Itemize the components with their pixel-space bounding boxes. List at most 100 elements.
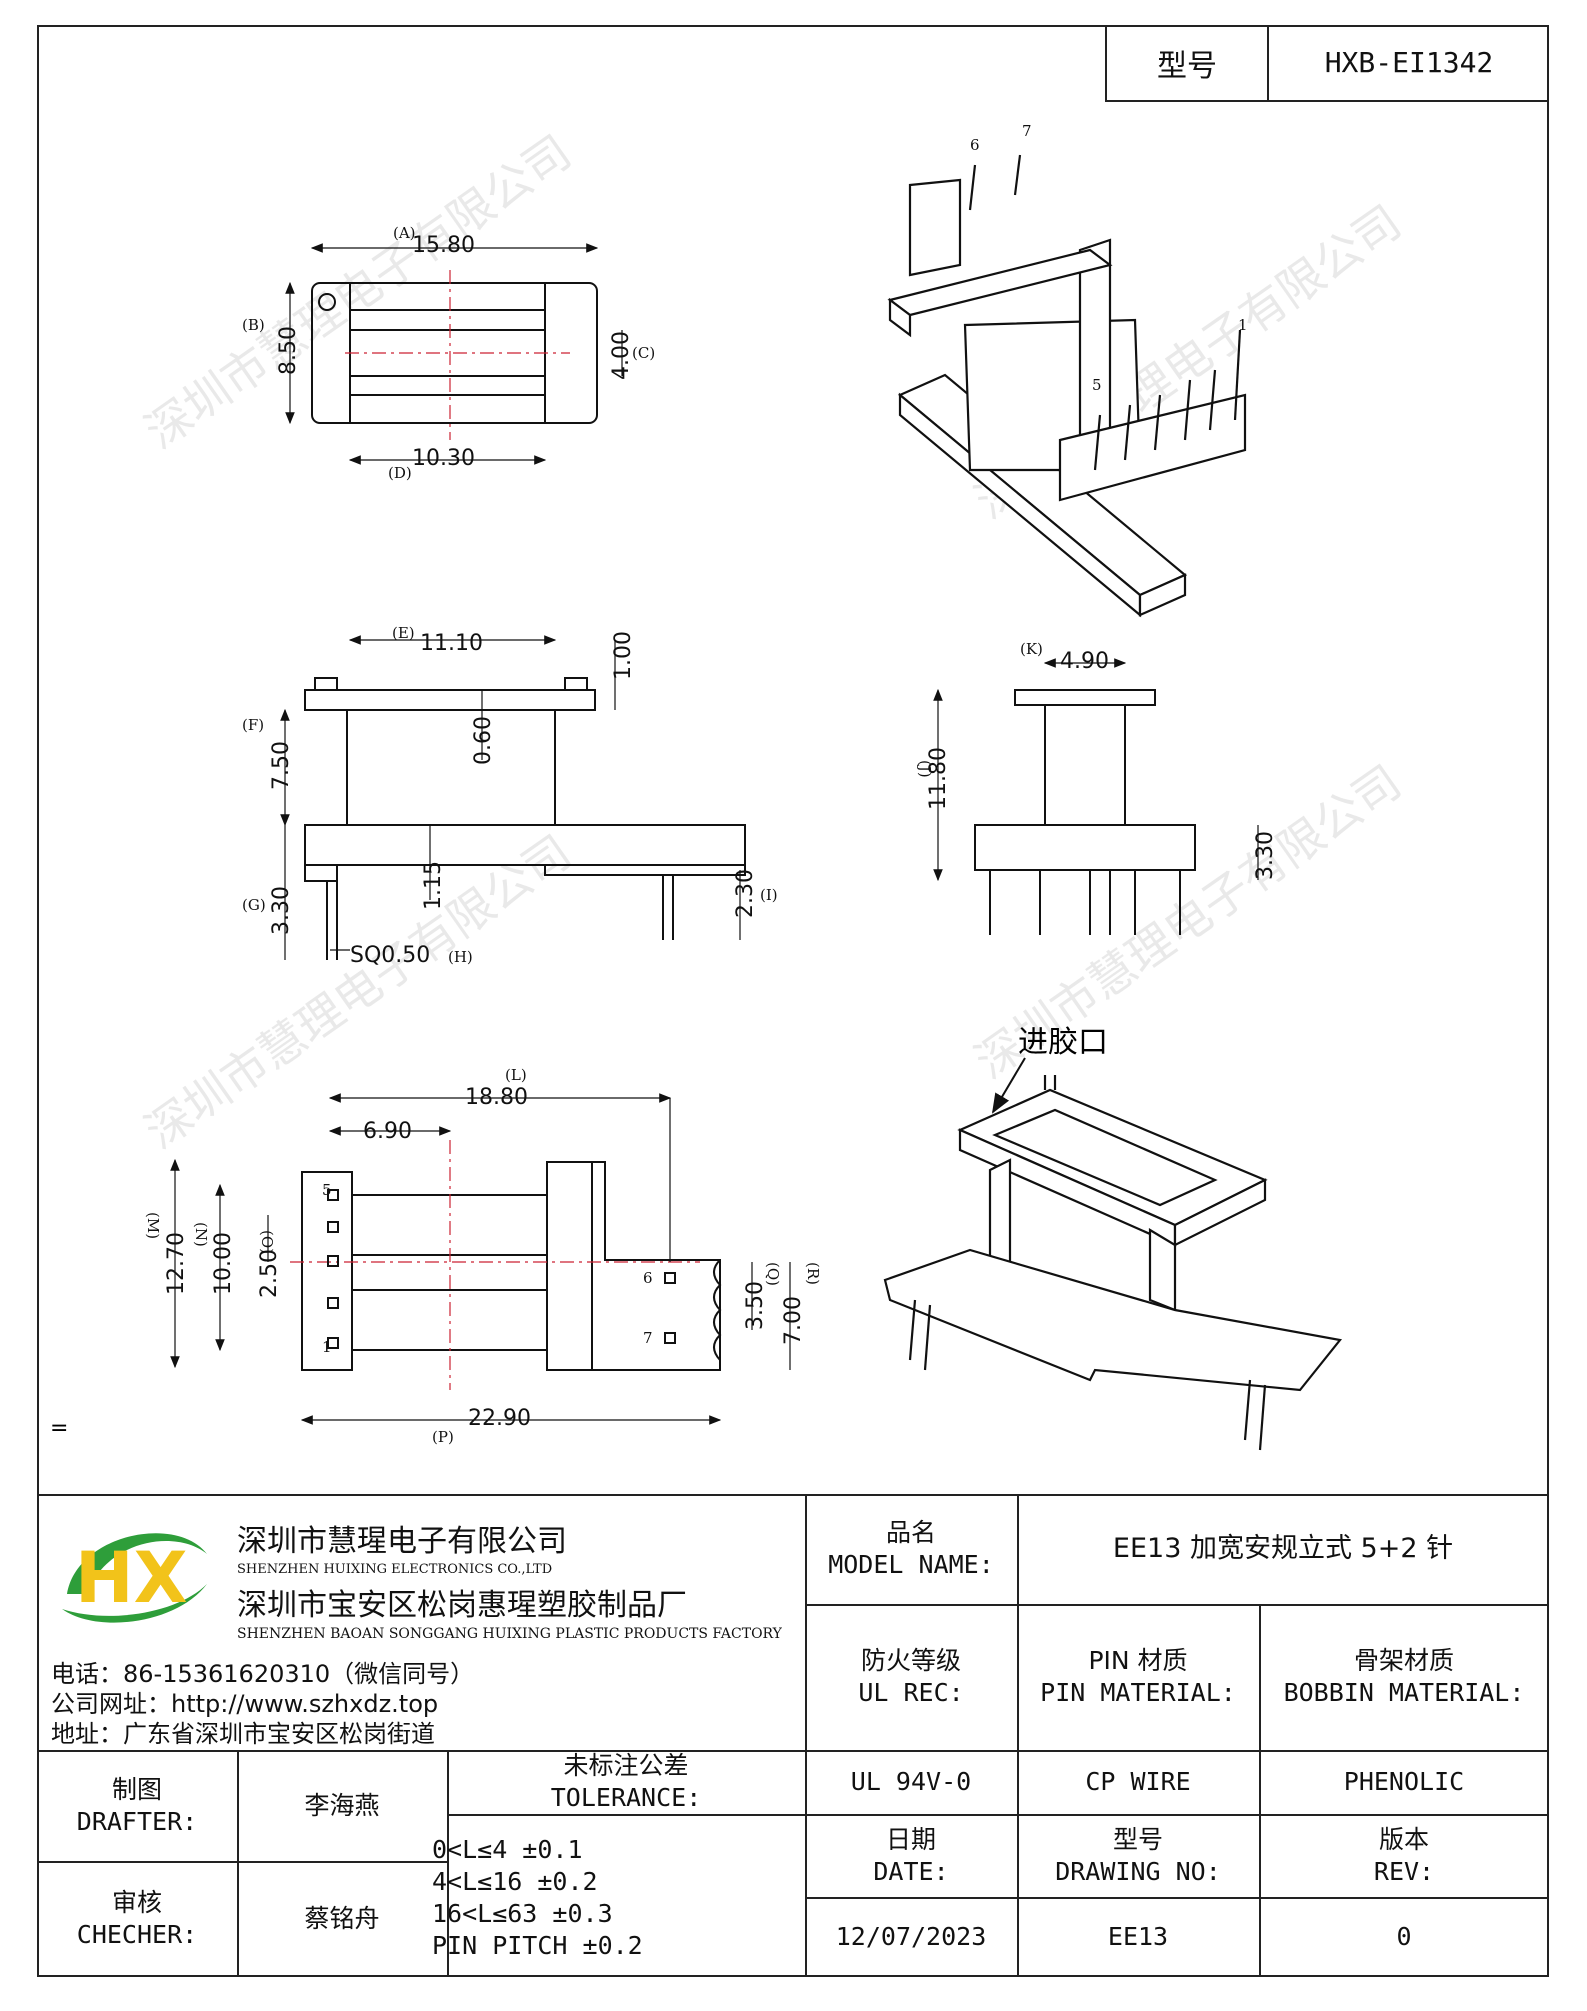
- ul-en: UL REC:: [858, 1678, 964, 1707]
- pin-en: PIN MATERIAL:: [1040, 1678, 1236, 1707]
- dim-e-tag: (E): [392, 624, 415, 642]
- dim-q-value: 3.50: [743, 1281, 768, 1330]
- dim-p-value: 22.90: [468, 1406, 531, 1431]
- dim-k-value: 4.90: [1060, 649, 1109, 674]
- drafter-label: 制图 DRAFTER:: [37, 1750, 237, 1861]
- iso-pin-1: 1: [1238, 316, 1248, 334]
- company-phone: 电话：86-15361620310（微信同号）: [51, 1660, 475, 1688]
- dim-j-value: 11.80: [926, 747, 951, 810]
- dim-n-tag: (N): [192, 1222, 210, 1247]
- model-name-cn: 品名: [885, 1518, 936, 1547]
- company-address: 地址：广东省深圳市宝安区松岗街道: [51, 1720, 435, 1748]
- title-block: HX 深圳市慧瑆电子有限公司 SHENZHEN HUIXING ELECTRON…: [37, 1494, 1549, 1977]
- tolerance-table: 0<L≤4 ±0.1 4<L≤16 ±0.2 16<L≤63 ±0.3 PIN …: [432, 1834, 643, 1962]
- bottom-pin-5: 5: [322, 1181, 332, 1199]
- tol-cn: 未标注公差: [563, 1751, 689, 1780]
- gate-label: 进胶口: [1018, 1025, 1108, 1060]
- tb-line: [37, 1494, 1549, 1496]
- dim-p-tag: (P): [432, 1428, 454, 1446]
- side-view: [933, 658, 1259, 935]
- tb-line: [805, 1494, 807, 1977]
- bobbin-material-label: 骨架材质 BOBBIN MATERIAL:: [1259, 1604, 1549, 1750]
- logo-text: HX: [75, 1537, 188, 1619]
- company-logo: HX: [62, 1533, 207, 1623]
- tol-row-1: 0<L≤4 ±0.1: [432, 1835, 583, 1864]
- date-en: DATE:: [873, 1856, 949, 1886]
- model-label: 型号: [1107, 25, 1269, 100]
- drawing-no-label: 型号 DRAWING NO:: [1017, 1814, 1259, 1897]
- tb-line: [805, 1604, 1549, 1606]
- dim-k-tag: (K): [1020, 640, 1043, 658]
- factory-name-en: SHENZHEN BAOAN SONGGANG HUIXING PLASTIC …: [237, 1626, 782, 1642]
- dim-690-value: 6.90: [363, 1119, 412, 1144]
- dim-top-value: 1.00: [611, 631, 636, 680]
- drafter-cn: 制图: [111, 1774, 162, 1804]
- iso-top-view: [887, 154, 1247, 618]
- dim-q-tag: (Q): [764, 1262, 782, 1286]
- watermark-1: 深圳市慧理电子有限公司: [135, 125, 580, 459]
- tb-line: [1259, 1604, 1261, 1977]
- dim-d-value: 10.30: [412, 446, 475, 471]
- top-view: [285, 243, 623, 465]
- iso-pin-6: 6: [970, 136, 980, 154]
- model-name-label: 品名 MODEL NAME:: [805, 1494, 1017, 1604]
- model-header: 型号 HXB-EI1342: [1105, 25, 1549, 102]
- dim-f-value: 7.50: [269, 741, 294, 790]
- dim-o-tag: (O): [258, 1230, 276, 1254]
- company-name-cn: 深圳市慧瑆电子有限公司: [237, 1524, 567, 1559]
- bottom-pin-7: 7: [643, 1329, 653, 1347]
- tb-line: [37, 1750, 1549, 1752]
- dim-b-value: 8.50: [276, 326, 301, 375]
- drafter-name: 李海燕: [304, 1790, 380, 1820]
- bobbin-material-value: PHENOLIC: [1343, 1767, 1465, 1796]
- iso-pin-7: 7: [1022, 122, 1032, 140]
- bobbin-cn: 骨架材质: [1353, 1646, 1454, 1675]
- dim-l-tag: (L): [505, 1066, 527, 1084]
- rev-en: REV:: [1373, 1856, 1435, 1886]
- bottom-pin-6: 6: [643, 1269, 653, 1287]
- dim-h-value: SQ0.50: [350, 943, 430, 968]
- dim-a-value: 15.80: [412, 233, 475, 258]
- bobbin-en: BOBBIN MATERIAL:: [1283, 1678, 1525, 1707]
- tol-row-4: PIN PITCH ±0.2: [432, 1931, 643, 1960]
- dim-b-tag: (B): [242, 316, 265, 334]
- checker-name: 蔡铭舟: [304, 1904, 380, 1933]
- date-value: 12/07/2023: [835, 1922, 987, 1951]
- dim-i-value: 2.30: [733, 869, 758, 918]
- factory-name-cn: 深圳市宝安区松岗惠瑆塑胶制品厂: [237, 1588, 687, 1623]
- tol-row-3: 16<L≤63 ±0.3: [432, 1899, 613, 1928]
- iso-pin-5: 5: [1092, 376, 1102, 394]
- tolerance-label: 未标注公差 TOLERANCE:: [447, 1750, 805, 1814]
- tb-line: [805, 1897, 1549, 1899]
- dim-e-value: 11.10: [420, 631, 483, 656]
- dwg-cn: 型号: [1112, 1824, 1163, 1854]
- date-cn: 日期: [885, 1824, 936, 1854]
- rev-value: 0: [1396, 1922, 1412, 1951]
- rev-cn: 版本: [1378, 1824, 1429, 1854]
- ul-value: UL 94V-0: [850, 1767, 972, 1796]
- dwg-en: DRAWING NO:: [1055, 1856, 1221, 1886]
- rev-label: 版本 REV:: [1259, 1814, 1549, 1897]
- checker-label: 审核 CHECHER:: [37, 1861, 237, 1977]
- dim-a-tag: (A): [393, 224, 416, 242]
- dim-c-tag: (C): [632, 344, 655, 362]
- dim-right-value: 3.30: [1253, 831, 1278, 880]
- dim-m-tag: (M): [144, 1212, 162, 1239]
- dim-center-value: 0.60: [471, 716, 496, 765]
- tb-line: [447, 1814, 1549, 1816]
- company-name-en: SHENZHEN HUIXING ELECTRONICS CO.,LTD: [237, 1562, 553, 1577]
- ul-cn: 防火等级: [860, 1646, 961, 1675]
- pin-material-label: PIN 材质 PIN MATERIAL:: [1017, 1604, 1259, 1750]
- dim-g-value: 3.30: [269, 886, 294, 935]
- company-website: 公司网址：http://www.szhxdz.top: [51, 1690, 439, 1718]
- pin-material-value: CP WIRE: [1085, 1767, 1191, 1796]
- tb-line: [447, 1750, 449, 1977]
- tb-line: [1017, 1494, 1019, 1977]
- technical-drawing: 深圳市慧理电子有限公司 深圳市慧理电子有限公司 深圳市慧理电子有限公司 深圳市慧…: [50, 122, 1411, 1451]
- dim-i-tag: (I): [760, 886, 778, 904]
- dim-n-value: 10.00: [211, 1232, 236, 1295]
- bottom-view: [170, 1093, 791, 1425]
- dim-mid-value: 1.15: [421, 861, 446, 910]
- dim-c-value: 4.00: [609, 331, 634, 380]
- dim-l-value: 18.80: [465, 1085, 528, 1110]
